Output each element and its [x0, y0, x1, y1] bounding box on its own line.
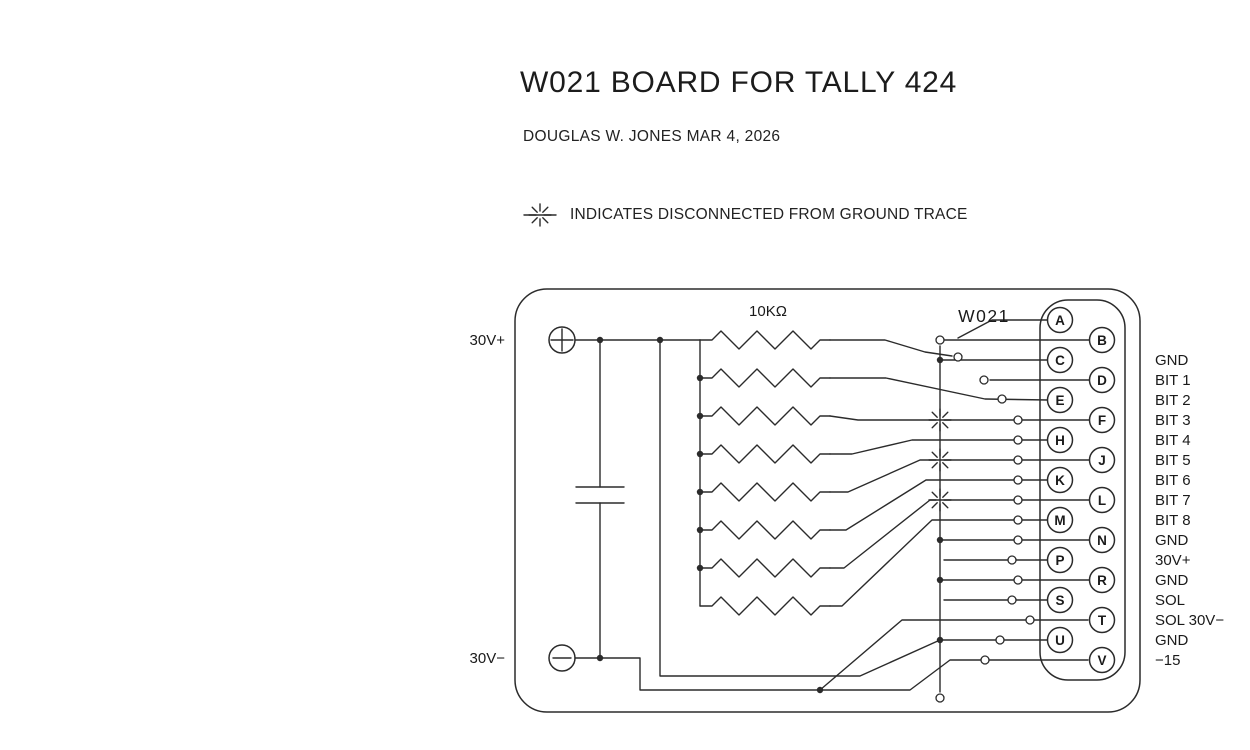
pin-label-0: GND — [1155, 352, 1189, 369]
pin-label-13: SOL 30V− — [1155, 612, 1224, 629]
terminal-r-circle — [1088, 566, 1116, 594]
pin-label-14: GND — [1155, 632, 1189, 649]
terminal-n-letter: N — [1097, 533, 1107, 548]
connection-points — [935, 335, 1035, 703]
terminal-b-circle — [1088, 326, 1116, 354]
wire-bit8 — [829, 519, 1049, 607]
pin-label-12: SOL — [1155, 592, 1185, 609]
wire-bit5 — [829, 459, 1091, 493]
disconnect-burst-icon — [523, 203, 557, 227]
legend: INDICATES DISCONNECTED FROM GROUND TRACE — [522, 202, 968, 228]
terminal-p-letter: P — [1055, 553, 1064, 568]
terminal-l-circle — [1088, 486, 1116, 514]
terminal-e-letter: E — [1055, 393, 1064, 408]
terminal-k-letter: K — [1055, 473, 1065, 488]
wire-bit1-left — [829, 339, 953, 357]
pin-label-2: BIT 2 — [1155, 392, 1191, 409]
terminal-a-circle — [1046, 306, 1074, 334]
wire-pin-u — [659, 339, 1049, 677]
terminal-f-circle — [1088, 406, 1116, 434]
terminal-b-letter: B — [1097, 333, 1107, 348]
terminal-f-letter: F — [1098, 413, 1106, 428]
terminal-j-letter: J — [1098, 453, 1106, 468]
terminal-c-circle — [1046, 346, 1074, 374]
pin-label-1: BIT 1 — [1155, 372, 1191, 389]
resistor-7 — [699, 558, 831, 578]
terminal-d-circle — [1088, 366, 1116, 394]
terminal-d-letter: D — [1097, 373, 1107, 388]
resistor-1 — [699, 330, 831, 350]
terminal-t-letter: T — [1098, 613, 1107, 628]
wire-pin-a — [957, 319, 1049, 339]
terminal-t-circle — [1088, 606, 1116, 634]
pin-labels: GND BIT 1 BIT 2 BIT 3 BIT 4 BIT 5 BIT 6 BIT 7 BI… — [1155, 352, 1224, 669]
wire-bit4 — [829, 439, 1049, 455]
terminal-j-circle — [1088, 446, 1116, 474]
pin-label-10: 30V+ — [1155, 552, 1191, 569]
resistor-4 — [699, 444, 831, 464]
wire-bit7 — [829, 499, 1091, 569]
resistor-5 — [699, 482, 831, 502]
pin-label-5: BIT 5 — [1155, 452, 1191, 469]
terminal-n-circle — [1088, 526, 1116, 554]
terminal-h-circle — [1046, 426, 1074, 454]
terminal-e-circle — [1046, 386, 1074, 414]
terminal-s-letter: S — [1055, 593, 1064, 608]
wire-bit6 — [829, 479, 1049, 531]
wire-30v-minus — [574, 657, 1089, 691]
terminal-c-letter: C — [1055, 353, 1065, 368]
supply-positive-label: 30V+ — [470, 332, 506, 349]
board-name-label: W021 — [958, 306, 1010, 326]
terminal-m-letter: M — [1054, 513, 1065, 528]
terminal-h-letter: H — [1055, 433, 1065, 448]
terminal-r-letter: R — [1097, 573, 1107, 588]
pin-label-9: GND — [1155, 532, 1189, 549]
junction-dots — [596, 336, 944, 694]
pin-label-3: BIT 3 — [1155, 412, 1191, 429]
page-title: W021 BOARD FOR TALLY 424 — [520, 66, 958, 99]
terminal-m-circle — [1046, 506, 1074, 534]
resistor-3 — [699, 406, 831, 426]
terminal-a-letter: A — [1055, 313, 1065, 328]
resistor-value-label: 10KΩ — [749, 303, 787, 320]
resistor-bank — [699, 330, 831, 616]
terminal-s-circle — [1046, 586, 1074, 614]
legend-text: INDICATES DISCONNECTED FROM GROUND TRACE — [570, 206, 968, 223]
terminal-l-letter: L — [1098, 493, 1106, 508]
terminal-p-circle — [1046, 546, 1074, 574]
resistor-6 — [699, 520, 831, 540]
connector-outline — [1039, 299, 1126, 681]
terminal-u-letter: U — [1055, 633, 1065, 648]
pin-label-8: BIT 8 — [1155, 512, 1191, 529]
pin-label-7: BIT 7 — [1155, 492, 1191, 509]
byline: DOUGLAS W. JONES MAR 4, 2026 — [523, 128, 781, 145]
pin-label-6: BIT 6 — [1155, 472, 1191, 489]
terminal-u-circle — [1046, 626, 1074, 654]
pin-label-11: GND — [1155, 572, 1189, 589]
supply-negative-label: 30V− — [470, 650, 506, 667]
resistor-2 — [699, 368, 831, 388]
connector-terminals: A B C D E F H J K L M N P R S T U V — [1046, 306, 1116, 674]
wire-bit2 — [829, 377, 1049, 401]
resistor-8 — [699, 596, 831, 616]
wire-bit3 — [829, 415, 1091, 421]
terminal-v-circle — [1088, 646, 1116, 674]
terminal-k-circle — [1046, 466, 1074, 494]
board-outline — [514, 288, 1141, 713]
pin-label-4: BIT 4 — [1155, 432, 1191, 449]
terminal-v-letter: V — [1097, 653, 1106, 668]
pin-label-15: −15 — [1155, 652, 1180, 669]
wire-pin-t — [819, 619, 1089, 691]
